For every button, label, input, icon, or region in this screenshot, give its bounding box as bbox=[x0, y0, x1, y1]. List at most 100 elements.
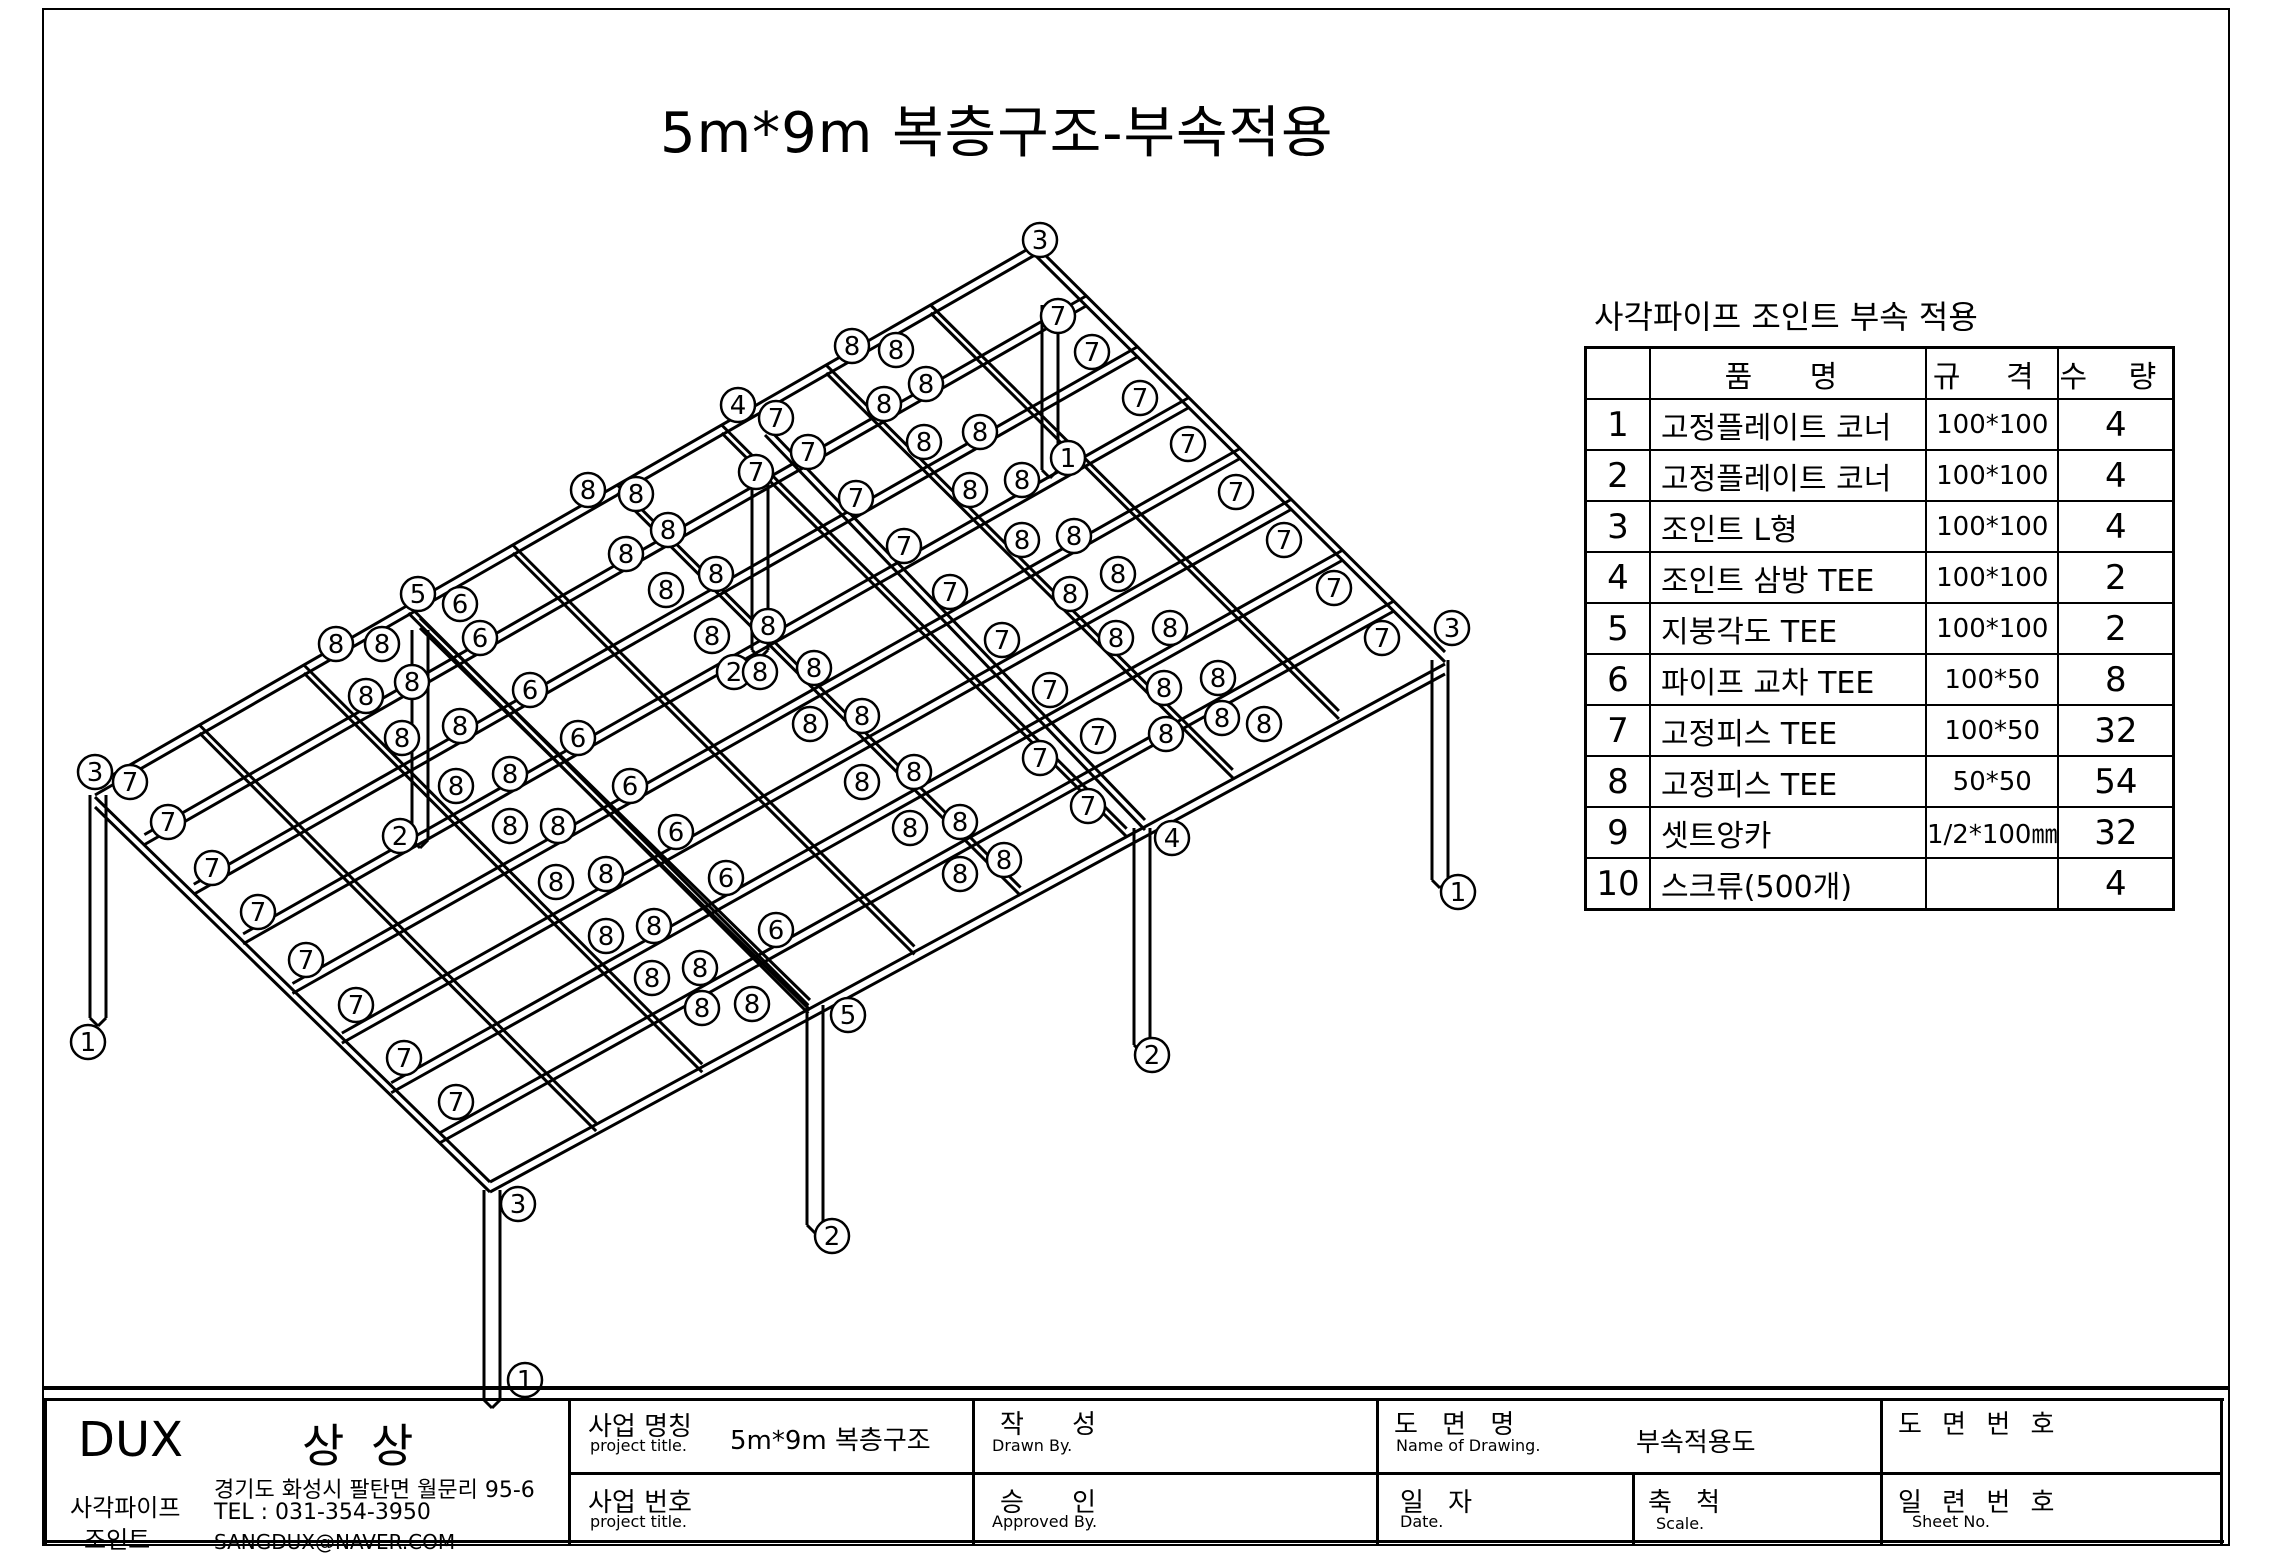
svg-text:8: 8 bbox=[918, 370, 935, 400]
bom-cell-spec: 100*100 bbox=[1924, 398, 2060, 451]
svg-text:1: 1 bbox=[1450, 878, 1467, 908]
svg-text:8: 8 bbox=[996, 846, 1013, 876]
svg-text:1: 1 bbox=[80, 1028, 97, 1058]
callout-8: 8 bbox=[437, 767, 475, 805]
callout-8: 8 bbox=[587, 855, 625, 893]
svg-text:8: 8 bbox=[952, 860, 969, 890]
callout-8: 8 bbox=[539, 807, 577, 845]
drawing-title: 5m*9m 복층구조-부속적용 bbox=[660, 101, 1334, 166]
callout-8: 8 bbox=[647, 571, 685, 609]
svg-text:8: 8 bbox=[1066, 522, 1083, 552]
bom-header-row: 품 명 규 격 수 량 bbox=[1584, 346, 2175, 400]
callout-8: 8 bbox=[1003, 461, 1041, 499]
purlin bbox=[929, 311, 1340, 720]
svg-text:8: 8 bbox=[692, 954, 709, 984]
svg-text:8: 8 bbox=[658, 576, 675, 606]
callout-3: 3 bbox=[499, 1185, 537, 1223]
svg-text:8: 8 bbox=[502, 760, 519, 790]
rafter bbox=[242, 396, 1190, 936]
callout-7: 7 bbox=[885, 527, 923, 565]
scale-sub: Scale. bbox=[1656, 1514, 1705, 1533]
callout-8: 8 bbox=[741, 653, 779, 691]
svg-text:8: 8 bbox=[902, 814, 919, 844]
svg-text:7: 7 bbox=[1084, 338, 1101, 368]
callout-1: 1 bbox=[1439, 873, 1477, 911]
callout-8: 8 bbox=[795, 649, 833, 687]
bom-header-qty: 수 량 bbox=[2057, 346, 2175, 400]
svg-text:2: 2 bbox=[726, 658, 743, 688]
callout-8: 8 bbox=[1055, 517, 1093, 555]
callout-8: 8 bbox=[441, 707, 479, 745]
svg-text:7: 7 bbox=[848, 484, 865, 514]
bom-cell-qty: 54 bbox=[2057, 755, 2175, 808]
callout-8: 8 bbox=[491, 807, 529, 845]
svg-text:7: 7 bbox=[1042, 676, 1059, 706]
callout-8: 8 bbox=[393, 663, 431, 701]
callout-7: 7 bbox=[1039, 297, 1077, 335]
bom-cell-spec bbox=[1924, 857, 2060, 911]
callout-6: 6 bbox=[757, 911, 795, 949]
svg-text:7: 7 bbox=[204, 854, 221, 884]
bom-cell-name: 파이프 교차 TEE bbox=[1649, 653, 1927, 706]
svg-text:7: 7 bbox=[994, 626, 1011, 656]
callout-7: 7 bbox=[1363, 619, 1401, 657]
rafter bbox=[242, 406, 1190, 946]
purlin bbox=[720, 431, 1128, 838]
svg-text:8: 8 bbox=[1256, 710, 1273, 740]
callout-8: 8 bbox=[1145, 669, 1183, 707]
date-sub: Date. bbox=[1400, 1512, 1444, 1531]
company-tel: TEL : 031-354-3950 bbox=[214, 1500, 431, 1525]
bom-cell-qty: 2 bbox=[2057, 551, 2175, 604]
callout-6: 6 bbox=[461, 619, 499, 657]
post bbox=[490, 1398, 502, 1410]
svg-text:4: 4 bbox=[730, 391, 747, 421]
callout-4: 4 bbox=[719, 386, 757, 424]
callout-8: 8 bbox=[1151, 609, 1189, 647]
callout-8: 8 bbox=[317, 625, 355, 663]
bom-cell-spec: 1/2*100㎜ bbox=[1924, 806, 2060, 859]
svg-text:8: 8 bbox=[550, 812, 567, 842]
svg-text:8: 8 bbox=[580, 476, 597, 506]
callout-8: 8 bbox=[749, 607, 787, 645]
svg-text:8: 8 bbox=[854, 768, 871, 798]
callout-7: 7 bbox=[983, 621, 1021, 659]
svg-text:7: 7 bbox=[1090, 722, 1107, 752]
svg-text:7: 7 bbox=[1180, 430, 1197, 460]
project-no-sub: project title. bbox=[590, 1512, 687, 1531]
callout-3: 3 bbox=[1021, 221, 1059, 259]
svg-text:8: 8 bbox=[876, 390, 893, 420]
svg-text:8: 8 bbox=[404, 668, 421, 698]
callout-8: 8 bbox=[895, 753, 933, 791]
drawing-frame bbox=[42, 8, 2230, 1546]
callout-7: 7 bbox=[837, 479, 875, 517]
svg-text:8: 8 bbox=[1014, 526, 1031, 556]
callout-8: 8 bbox=[635, 907, 673, 945]
callout-8: 8 bbox=[697, 555, 735, 593]
callout-7: 7 bbox=[931, 573, 969, 611]
svg-text:8: 8 bbox=[704, 622, 721, 652]
callout-4: 4 bbox=[1153, 819, 1191, 857]
bom-cell-qty: 32 bbox=[2057, 806, 2175, 859]
svg-text:7: 7 bbox=[1032, 744, 1049, 774]
bom-cell-no: 10 bbox=[1584, 857, 1651, 911]
callout-8: 8 bbox=[383, 719, 421, 757]
svg-text:8: 8 bbox=[328, 630, 345, 660]
svg-text:2: 2 bbox=[392, 822, 409, 852]
company-email: SANGDUX@NAVER.COM bbox=[214, 1530, 456, 1554]
svg-text:8: 8 bbox=[1108, 624, 1125, 654]
svg-text:6: 6 bbox=[622, 772, 639, 802]
svg-text:1: 1 bbox=[1060, 444, 1077, 474]
svg-text:7: 7 bbox=[1276, 526, 1293, 556]
svg-text:8: 8 bbox=[394, 724, 411, 754]
svg-text:7: 7 bbox=[160, 808, 177, 838]
company-address: 경기도 화성시 팔탄면 월문리 95-6 bbox=[214, 1478, 535, 1503]
bom-cell-qty: 4 bbox=[2057, 500, 2175, 553]
svg-text:8: 8 bbox=[916, 428, 933, 458]
bom-cell-name: 스크류(500개) bbox=[1649, 857, 1927, 911]
post bbox=[805, 1223, 817, 1235]
svg-text:8: 8 bbox=[854, 702, 871, 732]
bom-cell-no: 1 bbox=[1584, 398, 1651, 451]
svg-text:8: 8 bbox=[358, 682, 375, 712]
svg-text:6: 6 bbox=[472, 624, 489, 654]
